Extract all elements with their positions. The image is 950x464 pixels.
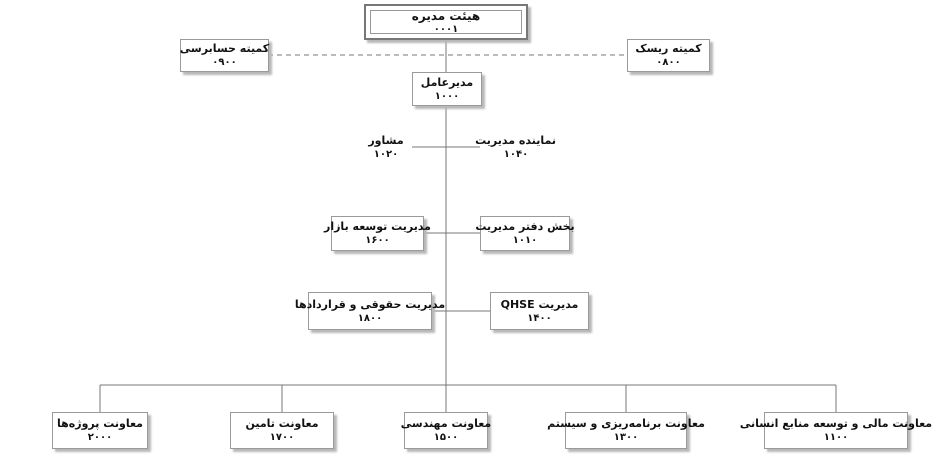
deputy-code: ۲۰۰۰	[87, 432, 113, 443]
deputy-code: ۱۱۰۰	[823, 432, 849, 443]
risk-committee-code: ۰۸۰۰	[656, 57, 681, 68]
deputy-box-projects: معاونت پروژه‌ها ۲۰۰۰	[52, 412, 148, 449]
deputy-code: ۱۷۰۰	[269, 432, 295, 443]
legal-title: مدیریت حقوقی و قراردادها	[294, 297, 446, 311]
office-mgmt-box: بخش دفتر مدیریت ۱۰۱۰	[475, 216, 575, 251]
ceo-box: مدیرعامل ۱۰۰۰	[412, 72, 482, 106]
board-box: هیئت مدیره ۰۰۰۱	[364, 4, 528, 40]
deputy-box-planning: معاونت برنامه‌ریزی و سیستم ۱۳۰۰	[547, 412, 705, 449]
risk-committee-title: کمیته ریسک	[635, 42, 702, 55]
audit-committee-title: کمیته حسابرسی	[179, 42, 270, 55]
deputy-title: معاونت پروژه‌ها	[57, 417, 143, 430]
deputy-code: ۱۳۰۰	[613, 432, 639, 443]
market-dev-title: مدیریت توسعه بازار	[324, 220, 431, 233]
deputy-box-finance-hr: معاونت مالی و توسعه منابع انسانی ۱۱۰۰	[740, 412, 932, 449]
advisor-code: ۱۰۲۰	[373, 149, 399, 160]
mgmt-representative-label: نماینده مدیریت ۱۰۴۰	[475, 134, 556, 161]
deputy-box-procurement: معاونت تامین ۱۷۰۰	[230, 412, 334, 449]
deputy-title: معاونت برنامه‌ریزی و سیستم	[547, 417, 705, 430]
market-dev-code: ۱۶۰۰	[365, 235, 390, 246]
risk-committee-box: کمیته ریسک ۰۸۰۰	[627, 39, 710, 72]
ceo-title: مدیرعامل	[420, 75, 474, 89]
legal-code: ۱۸۰۰	[357, 312, 383, 324]
deputy-box-engineering: معاونت مهندسی ۱۵۰۰	[400, 412, 492, 449]
mgmt-representative-title: نماینده مدیریت	[475, 134, 556, 147]
qhse-code: ۱۴۰۰	[527, 312, 552, 324]
qhse-box: مدیریت QHSE ۱۴۰۰	[490, 292, 589, 330]
board-code: ۰۰۰۱	[433, 23, 459, 35]
advisor-label: مشاور ۱۰۲۰	[356, 134, 416, 161]
office-mgmt-code: ۱۰۱۰	[512, 235, 538, 246]
qhse-title: مدیریت QHSE	[500, 297, 579, 311]
deputy-title: معاونت تامین	[245, 417, 319, 430]
mgmt-representative-code: ۱۰۴۰	[503, 149, 529, 160]
deputy-title: معاونت مهندسی	[400, 417, 492, 430]
audit-committee-code: ۰۹۰۰	[212, 57, 237, 68]
office-mgmt-title: بخش دفتر مدیریت	[475, 220, 575, 233]
deputy-title: معاونت مالی و توسعه منابع انسانی	[739, 417, 933, 430]
ceo-code: ۱۰۰۰	[434, 90, 460, 102]
board-title: هیئت مدیره	[411, 8, 481, 23]
audit-committee-box: کمیته حسابرسی ۰۹۰۰	[180, 39, 269, 72]
deputy-code: ۱۵۰۰	[433, 432, 459, 443]
legal-box: مدیریت حقوقی و قراردادها ۱۸۰۰	[295, 292, 445, 330]
market-dev-box: مدیریت توسعه بازار ۱۶۰۰	[324, 216, 431, 251]
advisor-title: مشاور	[368, 134, 404, 147]
